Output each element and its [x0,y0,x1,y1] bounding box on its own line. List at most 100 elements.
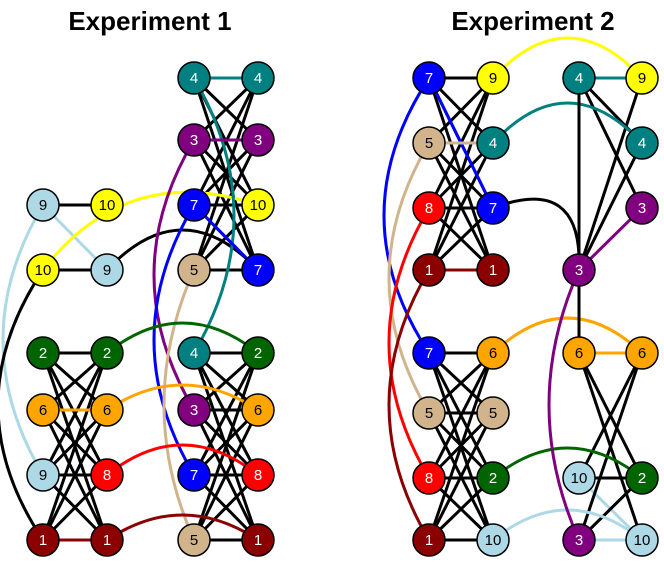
node-e4: 4 [177,61,211,95]
node-f7: 7 [241,253,275,287]
edge [192,352,260,476]
node-circle [241,458,275,492]
node-circle [90,336,124,370]
node-circle [476,523,510,557]
node-label: 3 [254,132,262,149]
node-layer: 9101092691268143754310743752681758194717… [26,61,659,557]
node-label: 8 [254,467,262,484]
node-circle [177,188,211,222]
node-label: 1 [425,532,433,549]
node-g4: 4 [177,336,211,370]
edge [491,316,644,355]
node-circle [562,253,596,287]
edge [0,269,45,541]
node-label: 9 [39,197,47,214]
node-circle [562,523,596,557]
node-circle [476,253,510,287]
edge [491,36,644,80]
node-d1: 1 [90,523,124,557]
node-circle [90,253,124,287]
edge [41,190,259,271]
node-d5: 5 [476,396,510,430]
node-b9: 9 [90,253,124,287]
node-circle [476,191,510,225]
node-c6: 6 [26,393,60,427]
edge [427,412,495,541]
node-circle [26,523,60,557]
node-label: 6 [638,345,646,362]
node-circle [177,336,211,370]
node-label: 9 [39,467,47,484]
node-circle [412,336,446,370]
node-d2: 2 [90,336,124,370]
node-label: 1 [489,262,497,279]
node-circle [241,253,275,287]
edge [577,352,644,479]
node-e3: 3 [562,253,596,287]
node-circle [412,253,446,287]
node-b9: 9 [476,61,510,95]
node-label: 7 [425,345,433,362]
node-circle [625,523,659,557]
node-label: 1 [103,532,111,549]
node-e3: 3 [177,123,211,157]
node-g7: 7 [177,458,211,492]
node-label: 6 [489,345,497,362]
node-label: 3 [638,200,646,217]
edge [162,269,196,541]
node-label: 7 [190,197,198,214]
edge [547,269,581,541]
node-label: 4 [575,70,583,87]
node-label: 6 [575,345,583,362]
node-circle [177,393,211,427]
edge [152,204,196,476]
node-g3: 3 [562,523,596,557]
edge [427,142,495,271]
node-circle [562,461,596,495]
node-label: 7 [489,200,497,217]
node-label: 2 [489,470,497,487]
edge [41,352,109,541]
edge [41,409,109,541]
node-circle [90,188,124,222]
node-label: 3 [190,132,198,149]
node-circle [476,126,510,160]
node-a5: 5 [412,126,446,160]
node-c1: 1 [26,523,60,557]
node-label: 9 [103,262,111,279]
node-f3: 3 [625,191,659,225]
node-label: 5 [425,405,433,422]
edge [577,77,644,271]
node-label: 5 [425,135,433,152]
node-circle [241,61,275,95]
panel-title-1: Experiment 1 [68,6,231,36]
edge [192,139,260,271]
node-a10: 10 [26,253,60,287]
node-label: 2 [638,470,646,487]
edge [387,207,431,479]
node-circle [177,123,211,157]
node-label: 4 [638,135,646,152]
node-circle [412,191,446,225]
node-a8: 8 [412,191,446,225]
node-h8: 8 [241,458,275,492]
node-circle [412,461,446,495]
node-circle [625,191,659,225]
node-circle [412,523,446,557]
node-a9: 9 [26,188,60,222]
node-b4: 4 [476,126,510,160]
node-d6: 6 [476,336,510,370]
edge [382,77,431,354]
node-a7: 7 [412,61,446,95]
node-g5: 5 [177,523,211,557]
node-circle [625,336,659,370]
edge [577,352,644,541]
edge [192,352,260,541]
node-f3: 3 [241,123,275,157]
node-label: 2 [103,345,111,362]
edge [387,142,431,414]
node-label: 4 [254,70,262,87]
edge [192,77,260,271]
node-g10: 10 [562,461,596,495]
